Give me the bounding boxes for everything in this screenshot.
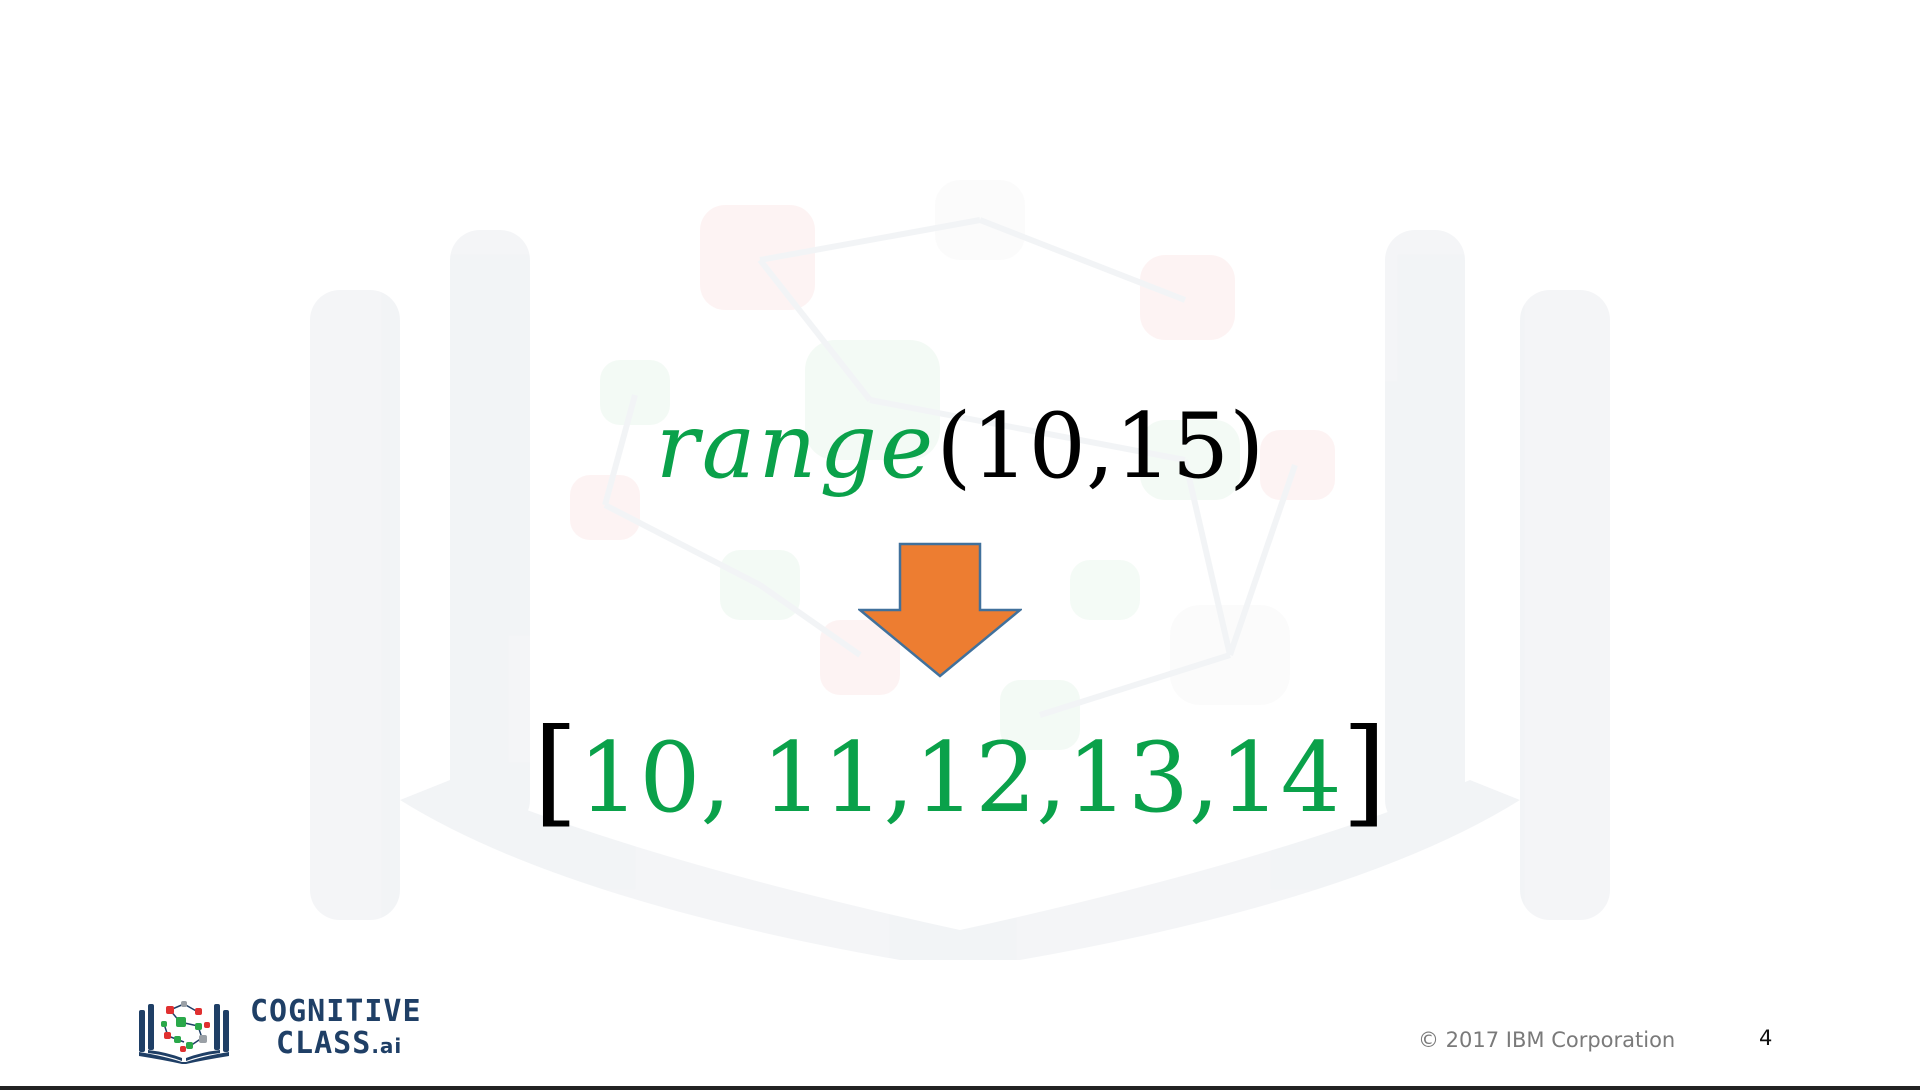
copyright-notice: © 2017 IBM Corporation (1418, 1028, 1676, 1052)
page-number: 4 (1759, 1026, 1773, 1050)
function-arguments: (10,15) (936, 394, 1265, 499)
range-result-list: [10, 11,12,13,14] (0, 712, 1920, 838)
logo-line-1: COGNITIVE (250, 994, 422, 1029)
logo-wordmark: COGNITIVE CLASS.ai (250, 996, 422, 1062)
range-expression: range(10,15) (0, 392, 1920, 502)
cognitive-class-logo: COGNITIVE CLASS.ai (136, 996, 456, 1066)
function-name: range (655, 394, 937, 499)
result-values: 10, 11,12,13,14 (578, 722, 1342, 834)
logo-suffix: .ai (371, 1034, 403, 1058)
logo-line-2-text: CLASS (276, 1026, 372, 1061)
bottom-border (0, 1086, 1920, 1090)
logo-line-2: CLASS.ai (250, 1028, 422, 1062)
open-bracket: [ (533, 704, 579, 839)
close-bracket: ] (1341, 704, 1387, 839)
open-book-network-icon (139, 1001, 229, 1064)
down-arrow-icon (858, 542, 1022, 678)
